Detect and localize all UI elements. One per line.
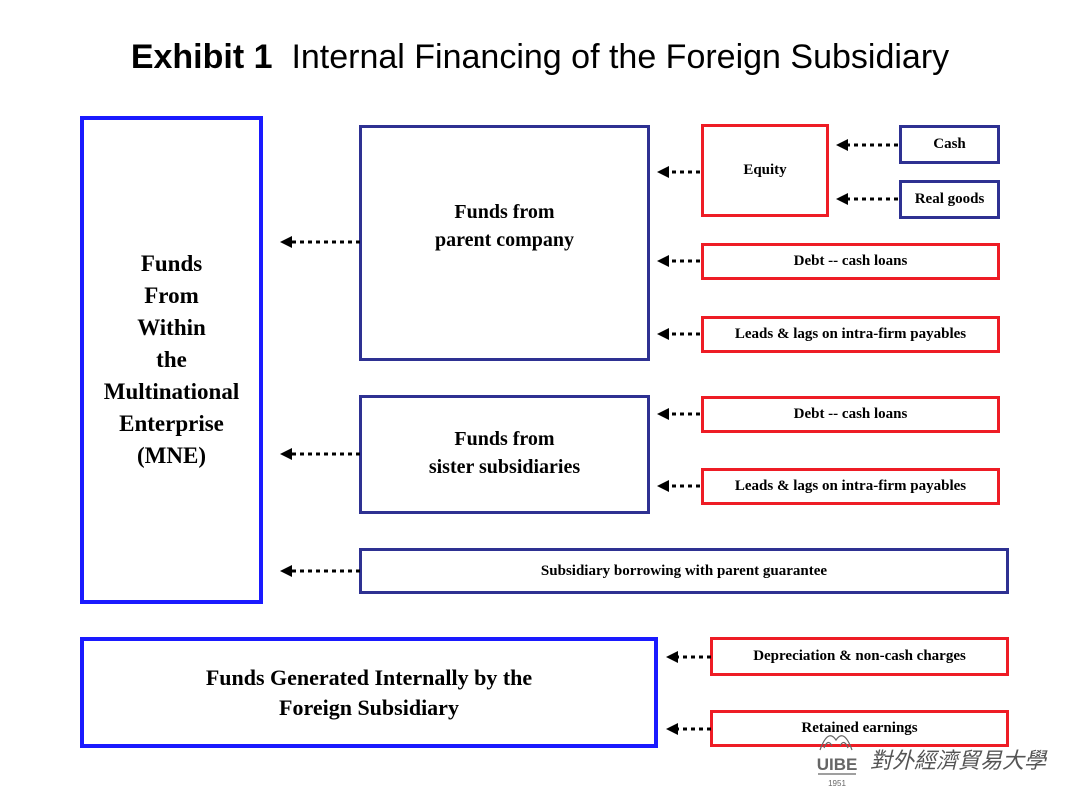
arrow-parent-leads-to-parent bbox=[657, 328, 700, 340]
exhibit-title-text: Internal Financing of the Foreign Subsid… bbox=[291, 38, 950, 76]
parent-company-label: Funds from parent company bbox=[434, 201, 575, 251]
parent-guarantee-box: Subsidiary borrowing with parent guarant… bbox=[359, 548, 1009, 594]
parent-debt-box: Debt -- cash loans bbox=[701, 243, 1000, 280]
parent-leads-lags-box: Leads & lags on intra-firm payables bbox=[701, 316, 1000, 353]
university-name: 對外經濟貿易大學 bbox=[870, 749, 1048, 774]
sister-subsidiaries-label: Funds from sister subsidiaries bbox=[428, 427, 581, 478]
parent-debt-label: Debt -- cash loans bbox=[793, 253, 908, 269]
retained-earnings-label: Retained earnings bbox=[801, 720, 918, 736]
arrow-guarantee-to-mne bbox=[280, 565, 360, 577]
arrow-parent-debt-to-parent bbox=[657, 255, 700, 267]
exhibit-label: Exhibit 1 bbox=[130, 38, 273, 76]
sister-subsidiaries-box: Funds from sister subsidiaries bbox=[359, 395, 650, 514]
real-goods-label: Real goods bbox=[914, 191, 985, 207]
arrow-real-goods-to-equity bbox=[836, 193, 898, 205]
exhibit-title: Exhibit 1 Internal Financing of the Fore… bbox=[0, 38, 1080, 77]
university-mark: UIBE bbox=[817, 755, 858, 774]
arrow-cash-to-equity bbox=[836, 139, 898, 151]
mne-funds-label: Funds From Within the Multinational Ente… bbox=[103, 251, 240, 468]
equity-label: Equity bbox=[743, 162, 787, 178]
arrow-sister-debt-to-sister bbox=[657, 408, 700, 420]
equity-box: Equity bbox=[701, 124, 829, 217]
retained-earnings-box: Retained earnings bbox=[710, 710, 1009, 747]
mne-funds-box: Funds From Within the Multinational Ente… bbox=[80, 116, 263, 604]
depreciation-box: Depreciation & non-cash charges bbox=[710, 637, 1009, 676]
cash-box: Cash bbox=[899, 125, 1000, 164]
arrow-sister-to-mne bbox=[280, 448, 360, 460]
parent-company-box: Funds from parent company bbox=[359, 125, 650, 361]
parent-leads-lags-label: Leads & lags on intra-firm payables bbox=[734, 326, 967, 342]
university-emblem-icon bbox=[818, 735, 856, 775]
depreciation-label: Depreciation & non-cash charges bbox=[753, 648, 966, 664]
arrow-sister-leads-to-sister bbox=[657, 480, 700, 492]
arrow-depreciation-to-internal bbox=[666, 651, 711, 663]
real-goods-box: Real goods bbox=[899, 180, 1000, 219]
arrow-retained-to-internal bbox=[666, 723, 711, 735]
parent-guarantee-label: Subsidiary borrowing with parent guarant… bbox=[540, 562, 828, 579]
arrow-equity-to-parent bbox=[657, 166, 700, 178]
university-year: 1951 bbox=[828, 779, 846, 788]
internal-funds-box: Funds Generated Internally by the Foreig… bbox=[80, 637, 658, 748]
cash-label: Cash bbox=[933, 136, 966, 152]
sister-leads-lags-box: Leads & lags on intra-firm payables bbox=[701, 468, 1000, 505]
internal-funds-label: Funds Generated Internally by the Foreig… bbox=[205, 664, 533, 720]
arrow-parent-to-mne bbox=[280, 236, 360, 248]
university-logo: UIBE 1951 對外經濟貿易大學 bbox=[817, 735, 1048, 788]
sister-debt-label: Debt -- cash loans bbox=[793, 406, 908, 422]
sister-leads-lags-label: Leads & lags on intra-firm payables bbox=[734, 478, 967, 494]
sister-debt-box: Debt -- cash loans bbox=[701, 396, 1000, 433]
